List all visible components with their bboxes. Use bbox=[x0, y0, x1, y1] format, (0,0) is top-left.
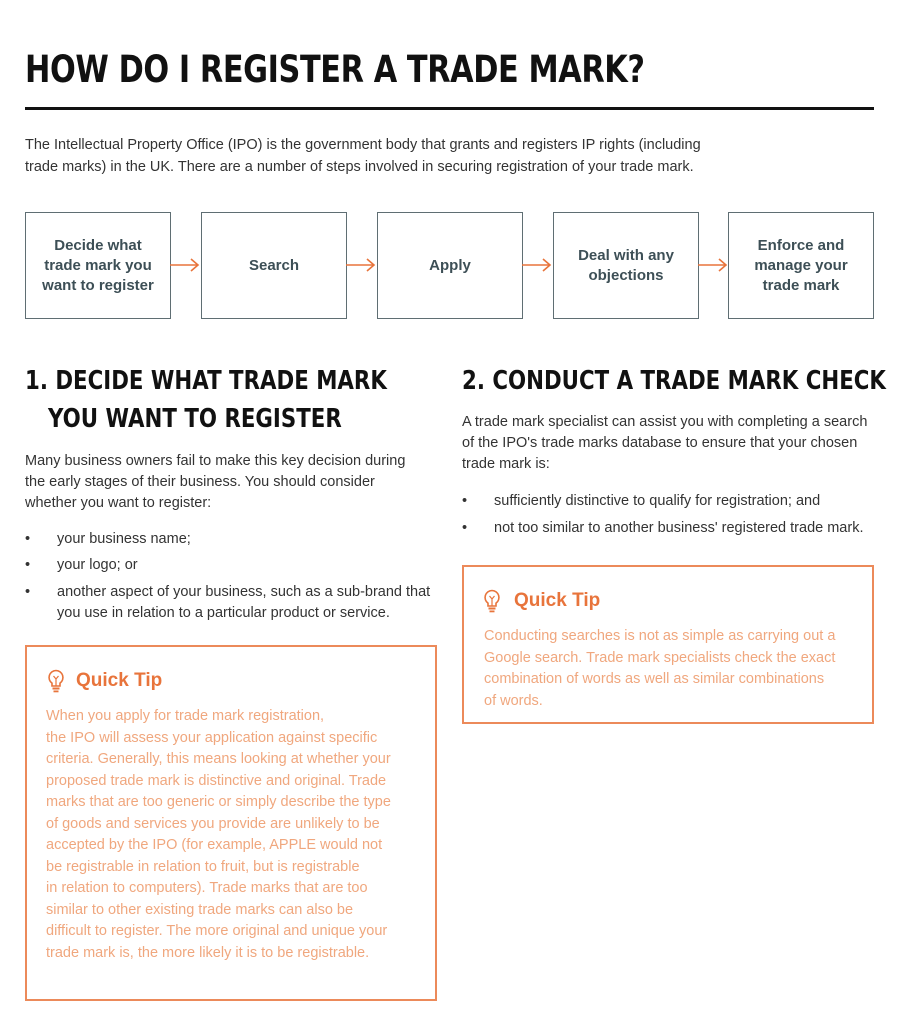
section2-body: A trade mark specialist can assist you w… bbox=[462, 412, 867, 475]
bullet-icon: • bbox=[25, 557, 31, 573]
tip-line: the IPO will assess your application aga… bbox=[46, 729, 378, 746]
quick-tip-text: Conducting searches is not as simple as … bbox=[484, 626, 835, 712]
step-label: Search bbox=[248, 256, 300, 274]
tip-line: criteria. Generally, this means looking … bbox=[46, 751, 391, 767]
tip-line: Conducting searches is not as simple as … bbox=[484, 628, 836, 644]
bullet-icon: • bbox=[462, 520, 468, 536]
body-line: whether you want to register: bbox=[25, 495, 212, 511]
tip-line: in relation to computers). Trade marks t… bbox=[46, 880, 368, 896]
title-rule bbox=[25, 107, 874, 110]
step-apply: Apply bbox=[377, 212, 523, 319]
arrow-right-icon bbox=[522, 258, 552, 272]
bullet-text: your logo; or bbox=[57, 557, 138, 573]
tip-line: of words. bbox=[484, 692, 543, 709]
bullet-icon: • bbox=[462, 493, 468, 509]
tip-line: combination of words as well as similar … bbox=[484, 671, 825, 687]
bullet-line: you use in relation to a particular prod… bbox=[57, 605, 390, 621]
step-label: want to register bbox=[42, 276, 154, 294]
step-label: Deal with any bbox=[578, 246, 674, 264]
tip-line: proposed trade mark is distinctive and o… bbox=[46, 772, 387, 789]
bullet-text: sufficiently distinctive to qualify for … bbox=[494, 493, 821, 509]
step-search: Search bbox=[201, 212, 347, 319]
lightbulb-icon bbox=[48, 669, 64, 693]
body-line: of the IPO's trade marks database to ens… bbox=[462, 435, 858, 451]
body-line: the early stages of their business. You … bbox=[25, 474, 375, 490]
bullet-text: another aspect of your business, such as… bbox=[57, 582, 430, 624]
tip-line: trade mark is, the more likely it is to … bbox=[46, 944, 370, 961]
step-decide: Decide what trade mark you want to registe… bbox=[25, 212, 171, 319]
step-label: Decide what bbox=[54, 236, 142, 254]
step-label: trade mark bbox=[762, 276, 840, 294]
tip-line: of goods and services you provide are un… bbox=[46, 815, 380, 832]
bullet-icon: • bbox=[25, 531, 31, 547]
arrow-right-icon bbox=[170, 258, 200, 272]
tip-line: Google search. Trade mark specialists ch… bbox=[484, 649, 836, 666]
tip-line: When you apply for trade mark registrati… bbox=[46, 708, 325, 724]
heading-line: 1. DECIDE WHAT TRADE MARK bbox=[25, 366, 387, 396]
intro-paragraph: The Intellectual Property Office (IPO) i… bbox=[25, 134, 745, 178]
page-title: HOW DO I REGISTER A TRADE MARK? bbox=[25, 48, 645, 91]
bullet-text: your business name; bbox=[57, 531, 191, 547]
quick-tip-title: Quick Tip bbox=[76, 670, 163, 691]
body-line: Many business owners fail to make this k… bbox=[25, 453, 406, 469]
quick-tip-box-1: Quick Tip When you apply for trade mark … bbox=[25, 645, 437, 1001]
body-line: A trade mark specialist can assist you w… bbox=[462, 414, 868, 430]
quick-tip-text: When you apply for trade mark registrati… bbox=[46, 706, 391, 964]
section1-body: Many business owners fail to make this k… bbox=[25, 451, 405, 514]
tip-line: accepted by the IPO (for example, APPLE … bbox=[46, 837, 383, 853]
bullet-text: not too similar to another business' reg… bbox=[494, 520, 864, 536]
section1-heading: 1. DECIDE WHAT TRADE MARK YOU WANT TO REG… bbox=[25, 362, 387, 438]
tip-line: be registrable in relation to fruit, but… bbox=[46, 858, 360, 875]
arrow-right-icon bbox=[346, 258, 376, 272]
quick-tip-box-2: Quick Tip Conducting searches is not as … bbox=[462, 565, 874, 724]
step-objections: Deal with any objections bbox=[553, 212, 699, 319]
bullet-icon: • bbox=[25, 584, 31, 600]
step-label: manage your bbox=[754, 256, 848, 274]
step-enforce: Enforce and manage your trade mark bbox=[728, 212, 874, 319]
heading-line: 2. CONDUCT A TRADE MARK CHECK bbox=[462, 366, 886, 396]
lightbulb-icon bbox=[484, 589, 500, 613]
step-label: objections bbox=[588, 266, 664, 284]
intro-line: trade marks) in the UK. There are a numb… bbox=[25, 159, 694, 175]
intro-line: The Intellectual Property Office (IPO) i… bbox=[25, 137, 701, 153]
body-line: trade mark is: bbox=[462, 456, 550, 472]
tip-line: marks that are too generic or simply des… bbox=[46, 794, 391, 810]
arrow-right-icon bbox=[698, 258, 728, 272]
step-label: Enforce and bbox=[757, 236, 845, 254]
step-label: Apply bbox=[429, 256, 471, 274]
heading-line: YOU WANT TO REGISTER bbox=[47, 404, 342, 434]
section2-heading: 2. CONDUCT A TRADE MARK CHECK bbox=[462, 362, 886, 400]
tip-line: similar to other existing trade marks ca… bbox=[46, 901, 354, 918]
tip-line: difficult to register. The more original… bbox=[46, 923, 388, 939]
quick-tip-title: Quick Tip bbox=[514, 590, 601, 611]
step-label: trade mark you bbox=[44, 256, 152, 274]
bullet-line: another aspect of your business, such as… bbox=[57, 584, 431, 600]
